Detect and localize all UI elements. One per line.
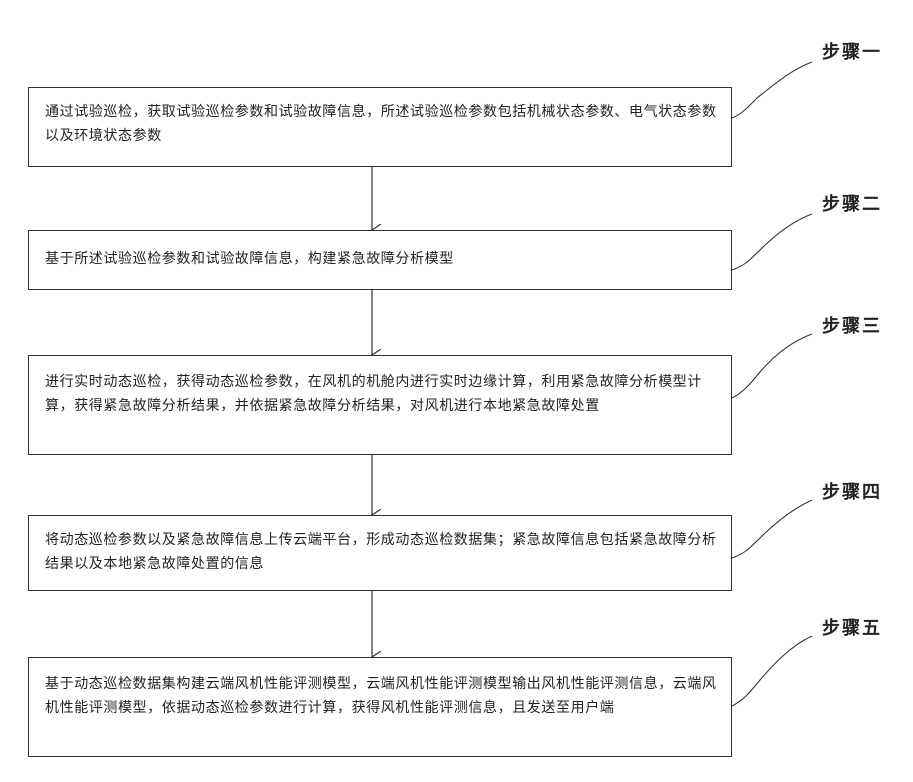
step-label-2: 步骤二: [822, 190, 882, 216]
step-box-3: 进行实时动态巡检，获得动态巡检参数，在风机的机舱内进行实时边缘计算，利用紧急故障…: [28, 355, 732, 455]
step-label-1: 步骤一: [822, 38, 882, 64]
leader-line-1: [732, 62, 812, 118]
step-label-5: 步骤五: [822, 614, 882, 640]
step-box-1: 通过试验巡检，获取试验巡检参数和试验故障信息，所述试验巡检参数包括机械状态参数、…: [28, 87, 732, 167]
leader-line-2: [732, 214, 812, 270]
step-box-2: 基于所述试验巡检参数和试验故障信息，构建紧急故障分析模型: [28, 230, 732, 290]
leader-line-4: [732, 500, 812, 558]
step-label-3: 步骤三: [822, 312, 882, 338]
step-box-4: 将动态巡检参数以及紧急故障信息上传云端平台，形成动态巡检数据集；紧急故障信息包括…: [28, 515, 732, 591]
step-box-5: 基于动态巡检数据集构建云端风机性能评测模型，云端风机性能评测模型输出风机性能评测…: [28, 657, 732, 757]
leader-line-3: [732, 334, 812, 398]
step-label-4: 步骤四: [822, 478, 882, 504]
leader-line-5: [732, 636, 812, 706]
